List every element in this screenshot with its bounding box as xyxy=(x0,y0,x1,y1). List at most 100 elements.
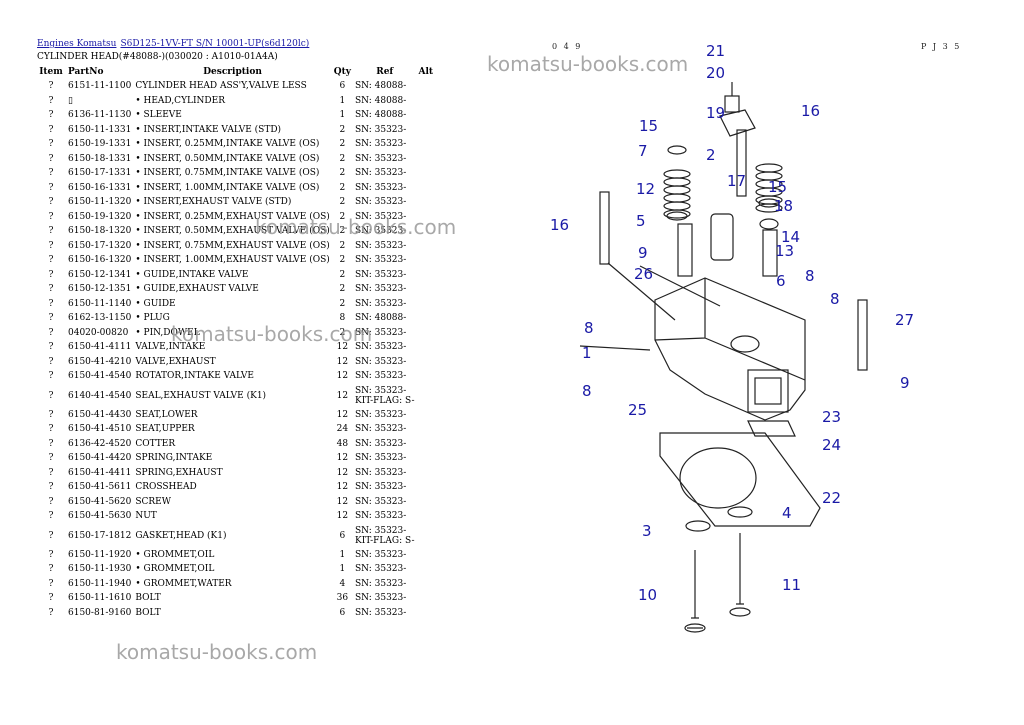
cell-ref: SN: 35323- xyxy=(353,562,417,577)
cell-alt xyxy=(417,326,441,341)
header-partno: PartNo xyxy=(68,67,104,77)
cell-partno: 6150-41-4420 xyxy=(68,453,132,464)
cell-ref: SN: 48088- xyxy=(353,79,417,94)
callout-number: 7 xyxy=(638,142,648,160)
cell-item: ? xyxy=(48,607,54,618)
callout-number: 8 xyxy=(582,382,592,400)
rotator xyxy=(758,198,780,208)
leader-lines xyxy=(579,262,721,351)
cell-qty: 12 xyxy=(336,467,349,478)
cell-ref: SN: 48088- xyxy=(353,108,417,123)
cell-ref: SN: 35323- xyxy=(353,181,417,196)
callout-number: 25 xyxy=(628,401,647,419)
ref-serial: SN: 35323- xyxy=(355,496,407,507)
ref-serial: SN: 35323- xyxy=(355,607,407,618)
cell-description: • PIN,DOWEL xyxy=(135,327,200,338)
cell-description: • GROMMET,OIL xyxy=(135,549,215,560)
cell-partno: 6150-41-5630 xyxy=(68,511,132,522)
callout-number: 1 xyxy=(582,344,592,362)
cell-partno: 6150-41-5620 xyxy=(68,496,132,507)
cell-alt xyxy=(417,152,441,167)
table-row: ?6150-16-1331• INSERT, 1.00MM,INTAKE VAL… xyxy=(36,181,441,196)
ref-serial: SN: 35323- xyxy=(355,269,407,280)
cell-partno: 6136-42-4520 xyxy=(68,438,132,449)
ref-kit-flag: KIT-FLAG: S- xyxy=(355,395,415,406)
table-row: ?6150-18-1320• INSERT, 0.50MM,EXHAUST VA… xyxy=(36,224,441,239)
cell-partno: 6150-41-4540 xyxy=(68,371,132,382)
cell-qty: 2 xyxy=(339,139,346,150)
cell-ref: SN: 35323- xyxy=(353,480,417,495)
cell-partno: 6150-11-1920 xyxy=(68,549,132,560)
ref-serial: SN: 35323- xyxy=(355,511,407,522)
callout-number: 3 xyxy=(642,522,652,540)
cell-qty: 1 xyxy=(339,110,346,121)
cell-ref: SN: 35323- xyxy=(353,340,417,355)
cell-description: • INSERT,EXHAUST VALVE (STD) xyxy=(135,197,292,208)
cell-description: SPRING,INTAKE xyxy=(135,453,213,464)
cell-item: ? xyxy=(48,482,54,493)
cell-alt xyxy=(417,137,441,152)
cell-partno: 6150-12-1351 xyxy=(68,284,132,295)
lower-seat xyxy=(666,211,688,221)
callout-number: 11 xyxy=(782,576,801,594)
callout-number: 13 xyxy=(775,242,794,260)
cell-ref: SN: 35323-KIT-FLAG: S- xyxy=(353,384,417,408)
cell-description: SEAT,UPPER xyxy=(135,424,195,435)
ref-serial: SN: 35323- xyxy=(355,182,407,193)
ref-serial: SN: 48088- xyxy=(355,313,407,324)
cell-item: ? xyxy=(48,269,54,280)
cell-description: • GUIDE xyxy=(135,298,176,309)
valve-seat-3 xyxy=(685,520,711,532)
cell-qty: 2 xyxy=(339,226,346,237)
guide-6 xyxy=(762,229,778,277)
cell-item: ? xyxy=(48,240,54,251)
cell-item: ? xyxy=(48,182,54,193)
cell-item: ? xyxy=(48,124,54,135)
cell-alt xyxy=(417,108,441,123)
cell-qty: 12 xyxy=(336,356,349,367)
cell-item: ? xyxy=(48,139,54,150)
cell-ref: SN: 35323- xyxy=(353,495,417,510)
cell-description: CYLINDER HEAD ASS'Y,VALVE LESS xyxy=(135,81,307,92)
ref-serial: SN: 35323- xyxy=(355,226,407,237)
table-row: ?6150-11-1331• INSERT,INTAKE VALVE (STD)… xyxy=(36,123,441,138)
crosshead-nut xyxy=(724,95,740,113)
cell-description: • INSERT, 0.25MM,INTAKE VALVE (OS) xyxy=(135,139,320,150)
valve-seat-4 xyxy=(727,506,753,518)
cell-qty: 4 xyxy=(339,578,346,589)
ref-serial: SN: 35323- xyxy=(355,327,407,338)
cell-description: • INSERT, 0.75MM,INTAKE VALVE (OS) xyxy=(135,168,320,179)
cell-description: SCREW xyxy=(135,496,171,507)
breadcrumb-link-engines[interactable]: Engines Komatsu xyxy=(37,39,117,49)
cell-item: ? xyxy=(48,327,54,338)
cell-partno: 6150-11-1610 xyxy=(68,593,132,604)
cell-partno: 6150-18-1320 xyxy=(68,226,132,237)
ref-serial: SN: 35323- xyxy=(355,139,407,150)
cell-qty: 1 xyxy=(339,549,346,560)
cell-alt xyxy=(417,94,441,109)
cell-item: ? xyxy=(48,342,54,353)
callout-number: 16 xyxy=(550,216,569,234)
callout-number: 19 xyxy=(706,104,725,122)
cell-description: ROTATOR,INTAKE VALVE xyxy=(135,371,254,382)
cell-description: CROSSHEAD xyxy=(135,482,197,493)
table-row: ?6150-11-1320• INSERT,EXHAUST VALVE (STD… xyxy=(36,195,441,210)
ref-serial: SN: 35323- xyxy=(355,564,407,575)
cell-item: ? xyxy=(48,81,54,92)
cell-item: ? xyxy=(48,564,54,575)
table-row: ?6150-19-1331• INSERT, 0.25MM,INTAKE VAL… xyxy=(36,137,441,152)
cell-qty: 1 xyxy=(339,564,346,575)
cell-item: ? xyxy=(48,549,54,560)
ref-serial: SN: 35323- xyxy=(355,255,407,266)
cell-description: • INSERT, 1.00MM,INTAKE VALVE (OS) xyxy=(135,182,320,193)
breadcrumb-link-model[interactable]: S6D125-1VV-FT S/N 10001-UP(s6d120lc) xyxy=(120,39,310,49)
cell-alt xyxy=(417,384,441,408)
table-row: ?6150-17-1320• INSERT, 0.75MM,EXHAUST VA… xyxy=(36,239,441,254)
cell-description: SPRING,EXHAUST xyxy=(135,467,223,478)
cell-ref: SN: 48088- xyxy=(353,311,417,326)
cell-description: • INSERT, 0.50MM,EXHAUST VALVE (OS) xyxy=(135,226,330,237)
